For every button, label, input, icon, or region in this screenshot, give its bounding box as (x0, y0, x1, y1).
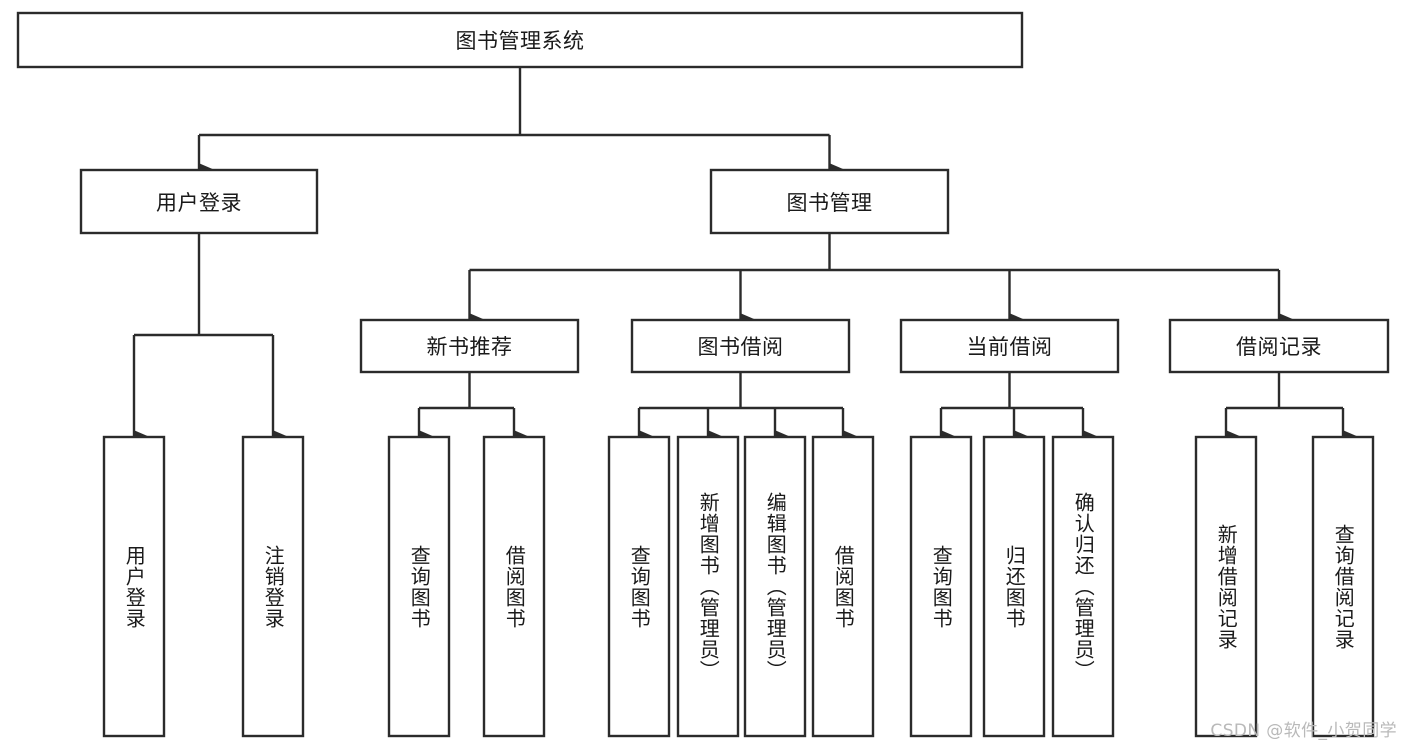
node-box-leaf-query-book-rec[interactable] (387, 435, 451, 738)
node-box-leaf-query-record[interactable] (1311, 435, 1375, 738)
node-box-leaf-user-login[interactable] (102, 435, 166, 738)
node-box-root[interactable] (16, 11, 1024, 69)
node-box-borrow-record[interactable] (1168, 318, 1390, 374)
node-box-leaf-return-book[interactable] (982, 435, 1046, 738)
node-box-leaf-borrow-book[interactable] (811, 435, 875, 738)
node-box-book-borrow[interactable] (630, 318, 851, 374)
connector-layer (132, 67, 1357, 442)
node-box-leaf-edit-book[interactable] (743, 435, 807, 738)
csdn-watermark: CSDN @软件_小贺同学 (1210, 721, 1397, 741)
node-box-user-login[interactable] (79, 168, 319, 235)
node-box-layer (16, 11, 1390, 738)
node-box-leaf-borrow-book-rec[interactable] (482, 435, 546, 738)
node-box-leaf-add-book[interactable] (676, 435, 740, 738)
node-box-leaf-logout[interactable] (241, 435, 305, 738)
node-box-leaf-query-book-borrow[interactable] (607, 435, 671, 738)
node-box-book-manage[interactable] (709, 168, 950, 235)
node-box-current-borrow[interactable] (899, 318, 1120, 374)
node-box-leaf-add-record[interactable] (1194, 435, 1258, 738)
node-box-new-book-recommend[interactable] (359, 318, 580, 374)
node-box-leaf-confirm-return[interactable] (1051, 435, 1115, 738)
node-box-leaf-query-book-cur[interactable] (909, 435, 973, 738)
